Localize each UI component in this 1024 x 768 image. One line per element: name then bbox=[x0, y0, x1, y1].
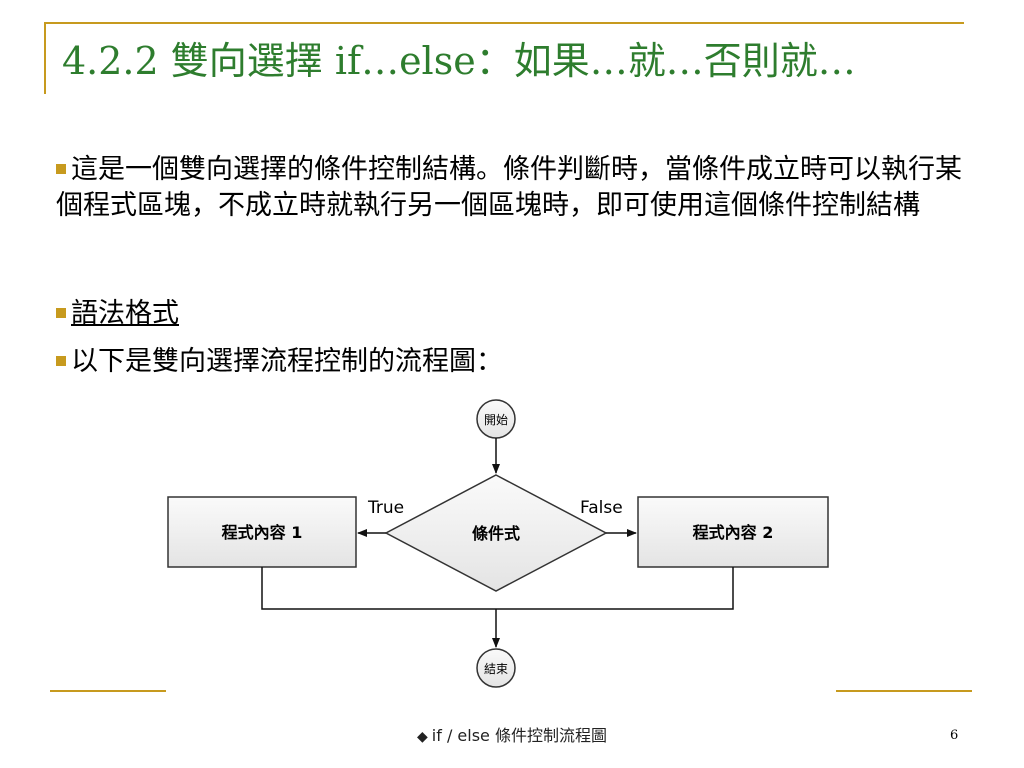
flowchart: 開始 條件式 程式內容 1 程式內容 2 True False 結束 bbox=[167, 399, 829, 688]
merge-line bbox=[261, 567, 734, 610]
diamond-bullet-icon: ◆ bbox=[417, 729, 428, 745]
left-rule bbox=[44, 22, 46, 94]
condition-node: 條件式 bbox=[384, 474, 608, 592]
square-bullet-icon bbox=[56, 164, 66, 174]
bullet-paragraph-3: 以下是雙向選擇流程控制的流程圖： bbox=[56, 344, 986, 380]
page-number: 6 bbox=[950, 728, 959, 743]
false-label: False bbox=[580, 498, 623, 518]
left-box-label: 程式內容 1 bbox=[222, 523, 303, 542]
bullet-text-1: 這是一個雙向選擇的條件控制結構。條件判斷時，當條件成立時可以執行某個程式區塊，不… bbox=[56, 154, 962, 221]
bullet-text-3: 以下是雙向選擇流程控制的流程圖： bbox=[71, 346, 503, 377]
bottom-rule-right bbox=[836, 690, 972, 692]
square-bullet-icon bbox=[56, 308, 66, 318]
right-process-box: 程式內容 2 bbox=[637, 496, 829, 568]
condition-label: 條件式 bbox=[472, 524, 520, 543]
bottom-rule-left bbox=[50, 690, 166, 692]
start-label: 開始 bbox=[484, 413, 508, 427]
end-node: 結束 bbox=[476, 648, 516, 688]
right-box-label: 程式內容 2 bbox=[693, 523, 774, 542]
true-label: True bbox=[367, 498, 404, 518]
syntax-link[interactable]: 語法格式 bbox=[71, 298, 179, 329]
end-label: 結束 bbox=[484, 662, 508, 676]
square-bullet-icon bbox=[56, 356, 66, 366]
figure-caption: ◆if / else 條件控制流程圖 bbox=[0, 722, 1024, 746]
caption-text: if / else 條件控制流程圖 bbox=[431, 726, 607, 745]
start-node: 開始 bbox=[476, 399, 516, 439]
top-rule bbox=[44, 22, 964, 24]
bullet-paragraph-2: 語法格式 bbox=[56, 296, 986, 332]
bullet-paragraph-1: 這是一個雙向選擇的條件控制結構。條件判斷時，當條件成立時可以執行某個程式區塊，不… bbox=[56, 152, 986, 224]
slide-title: 4.2.2 雙向選擇 if…else：如果…就…否則就… bbox=[62, 39, 856, 83]
left-process-box: 程式內容 1 bbox=[167, 496, 357, 568]
